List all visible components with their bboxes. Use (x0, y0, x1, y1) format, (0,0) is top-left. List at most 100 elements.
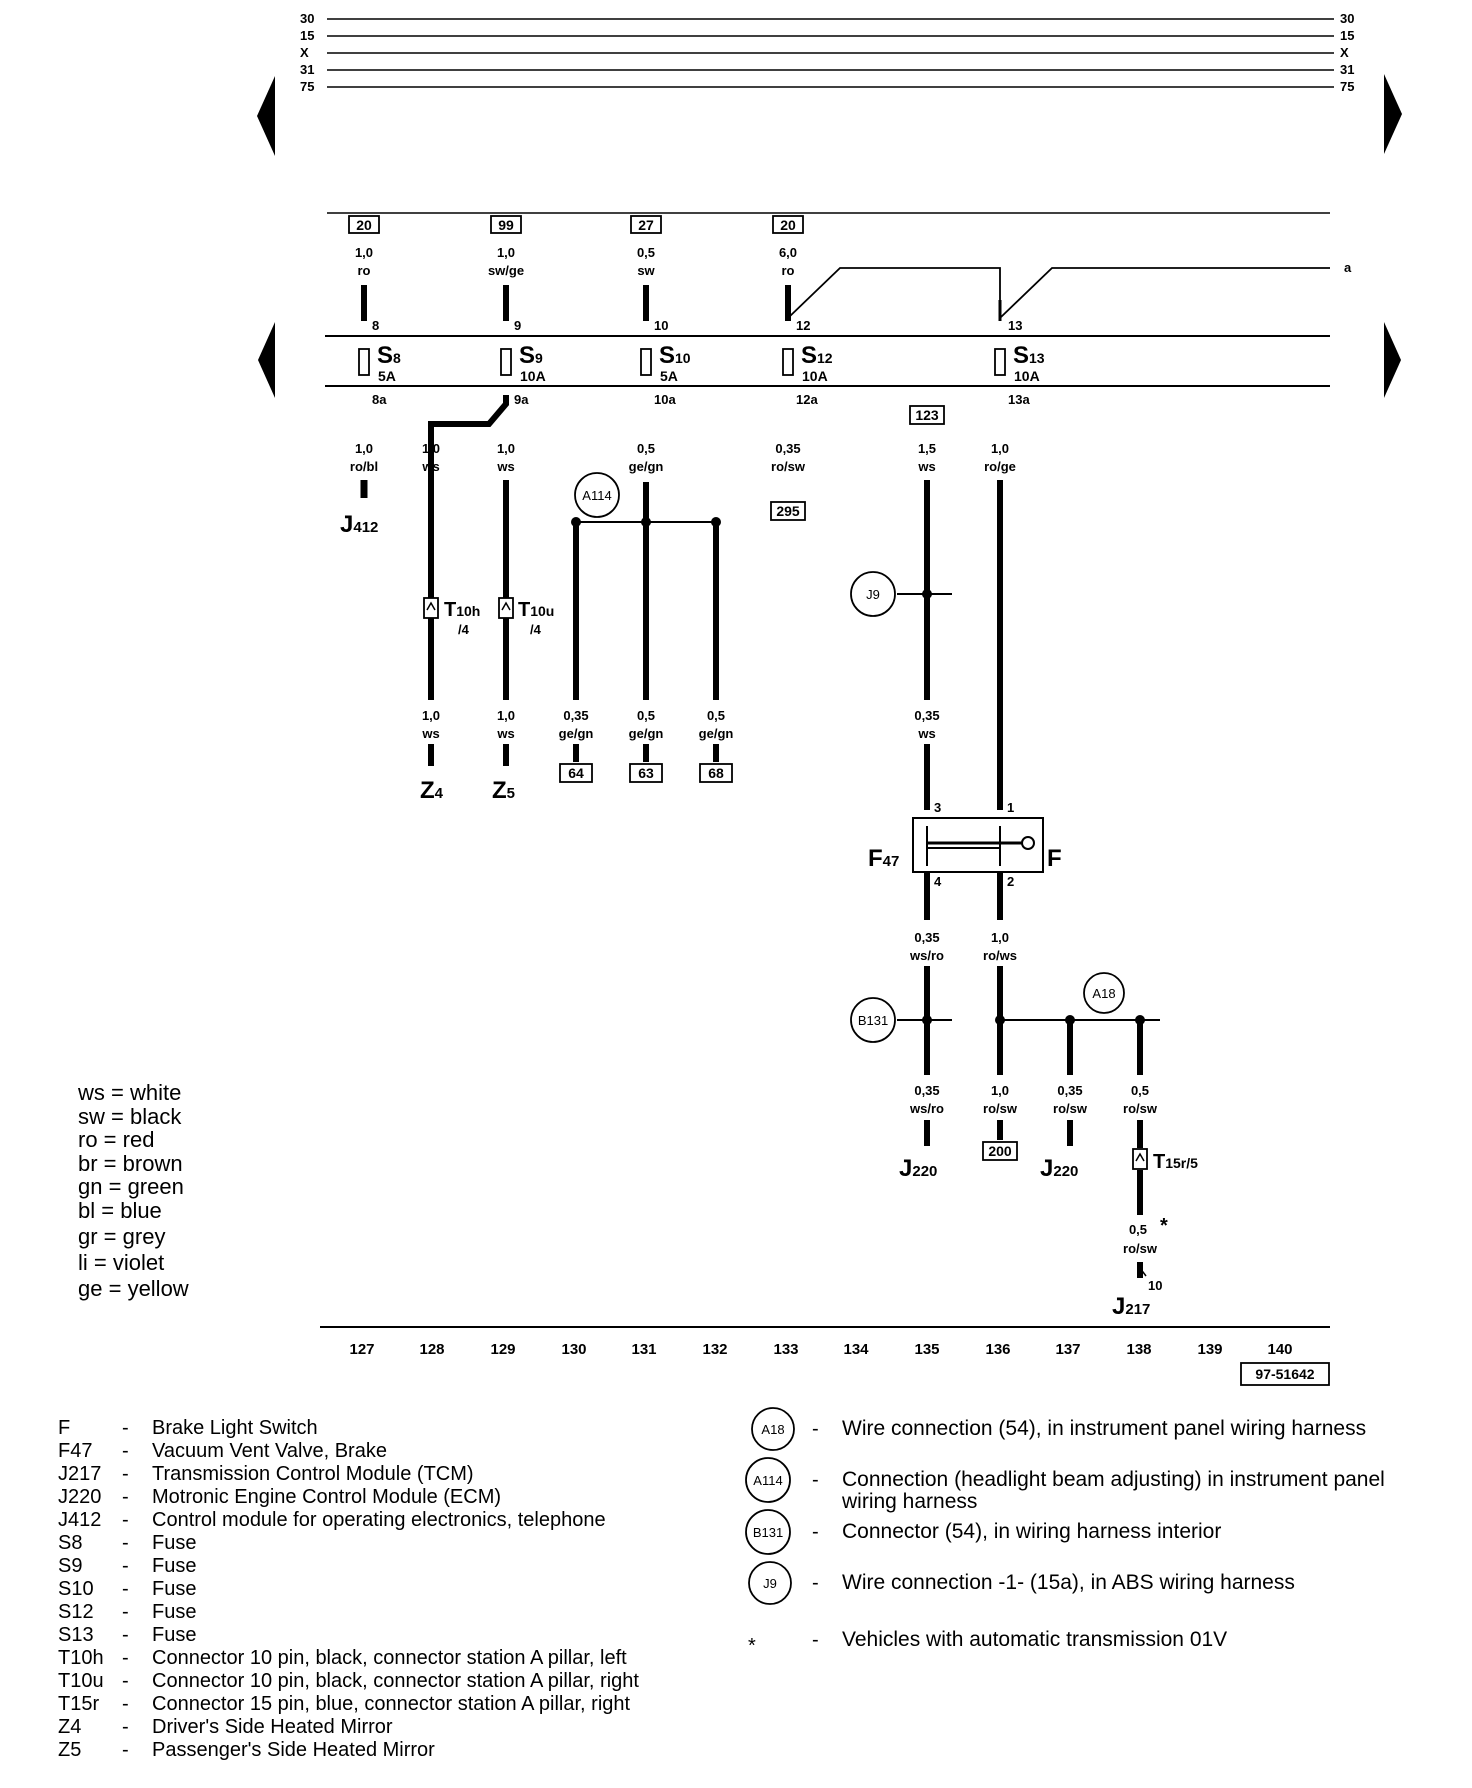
switch-pin: 2 (1007, 874, 1014, 889)
connector-arrow-icon (1135, 1152, 1145, 1162)
connector-arrow-icon (426, 601, 436, 611)
wire-color: ro (358, 263, 371, 278)
symbol-legend-dash: - (812, 1418, 819, 1440)
ref-box-64-label: 64 (568, 765, 584, 781)
ref-box-63 (629, 763, 663, 783)
column-number: 134 (843, 1341, 869, 1358)
column-number: 140 (1267, 1341, 1292, 1358)
rail-label-left-15: 15 (300, 28, 314, 43)
wire-color: sw/ge (488, 263, 524, 278)
wire-color: ro/sw (771, 459, 806, 474)
wire-line-a-branch-2 (999, 267, 1330, 319)
column-number: 129 (490, 1341, 515, 1358)
fuse-pin-out: 12a (796, 392, 818, 407)
wire-color: ws (421, 726, 439, 741)
wire-size: 1,0 (355, 245, 373, 260)
wire-color: ws (496, 726, 514, 741)
wire-size: 1,0 (991, 930, 1009, 945)
wire-color: ro/ws (983, 948, 1017, 963)
legend-dash: - (122, 1693, 129, 1715)
legend-dash: - (122, 1578, 129, 1600)
rail-label-right-15: 15 (1340, 28, 1354, 43)
legend-code: J220 (58, 1486, 101, 1508)
legend-desc: Control module for operating electronics… (152, 1509, 606, 1531)
symbol-legend-dash: - (812, 1572, 819, 1594)
ref-box-295-label: 295 (776, 503, 800, 519)
switch-housing (912, 817, 1044, 873)
rail-label-right-75: 75 (1340, 79, 1354, 94)
symbol-legend-dash: - (812, 1521, 819, 1543)
fuse-pin-in: 13 (1008, 318, 1022, 333)
arrow-right-icon (1384, 322, 1401, 398)
connector-t15r-label: T15r/5 (1153, 1151, 1198, 1173)
fuse-s10-symbol (640, 348, 652, 376)
fuse-s13-symbol (994, 348, 1006, 376)
component-labels: J412 Z4 Z5 J220 J220 10 J217 (340, 511, 1162, 1320)
component-legend: F - Brake Light Switch F47 - Vacuum Vent… (58, 1417, 639, 1761)
wire-color: ge/gn (699, 726, 734, 741)
junction-dot (922, 1015, 932, 1025)
reference-boxes: 295 123 64 63 68 200 (559, 405, 1018, 1161)
junction-dot (1135, 1015, 1145, 1025)
wire-size: 0,5 (1129, 1222, 1147, 1237)
wire-size: 0,35 (563, 708, 588, 723)
j217-pin: 10 (1148, 1278, 1162, 1293)
legend-code: Z4 (58, 1716, 81, 1738)
junction-dot (711, 517, 721, 527)
fuse-pin-out: 13a (1008, 392, 1030, 407)
ref-box-200 (982, 1141, 1018, 1161)
circle-j9 (850, 571, 896, 617)
color-code: gr = grey (78, 1224, 165, 1249)
legend-dash: - (122, 1509, 129, 1531)
legend-dash: - (122, 1532, 129, 1554)
symbol-legend: A18 - Wire connection (54), in instrumen… (745, 1407, 1385, 1657)
legend-dash: - (122, 1647, 129, 1669)
wiring (360, 395, 1160, 1278)
connector-t15r-symbol (1132, 1148, 1148, 1170)
legend-dash: - (122, 1440, 129, 1462)
wire-color: ge/gn (629, 459, 664, 474)
wire-size: 0,35 (775, 441, 800, 456)
fuse-pin-out: 10a (654, 392, 676, 407)
legend-dash: - (122, 1716, 129, 1738)
legend-circle-a18 (751, 1407, 795, 1451)
column-number: 139 (1197, 1341, 1222, 1358)
ref-box-123-label: 123 (915, 407, 939, 423)
fuse-label-s13: S13 (1013, 342, 1045, 369)
wire-size: 0,5 (707, 708, 725, 723)
legend-dash: - (122, 1486, 129, 1508)
symbol-legend-desc: Connector (54), in wiring harness interi… (842, 1520, 1221, 1543)
column-number: 128 (419, 1341, 444, 1358)
fuse-s12-symbol (782, 348, 794, 376)
wire-size: 1,0 (991, 1083, 1009, 1098)
wire-color: ws/ro (909, 1101, 944, 1116)
legend-dash: - (122, 1555, 129, 1577)
ref-box-123 (909, 405, 945, 425)
circle-a18-label: A18 (1092, 986, 1115, 1001)
circle-a114 (574, 472, 620, 518)
rail-label-left-x: X (300, 45, 309, 60)
junction-dot (995, 1015, 1005, 1025)
wire-color: ws (917, 726, 935, 741)
component-label-f47: F47 (868, 845, 899, 872)
fuse-pin-in: 10 (654, 318, 668, 333)
component-label-j412: J412 (340, 511, 378, 538)
junction-dot (922, 589, 932, 599)
component-label-z5: Z5 (492, 777, 515, 804)
ref-box-64 (559, 763, 593, 783)
legend-desc: Fuse (152, 1601, 196, 1623)
wire-color: ro/bl (350, 459, 378, 474)
legend-desc: Connector 10 pin, black, connector stati… (152, 1670, 639, 1692)
wire-color: sw (637, 263, 655, 278)
figure-id-box (1240, 1362, 1330, 1386)
wire-size: 6,0 (779, 245, 797, 260)
legend-desc: Passenger's Side Heated Mirror (152, 1739, 435, 1761)
wire-size: 0,35 (914, 1083, 939, 1098)
arrow-left-icon (258, 322, 275, 398)
column-number: 135 (914, 1341, 939, 1358)
connection-circles: A114 J9 A18 B131 (574, 472, 1125, 1043)
column-number: 130 (561, 1341, 586, 1358)
arrow-right-icon (1384, 74, 1402, 154)
ref-box-68-label: 68 (708, 765, 724, 781)
rail-label-right-x: X (1340, 45, 1349, 60)
